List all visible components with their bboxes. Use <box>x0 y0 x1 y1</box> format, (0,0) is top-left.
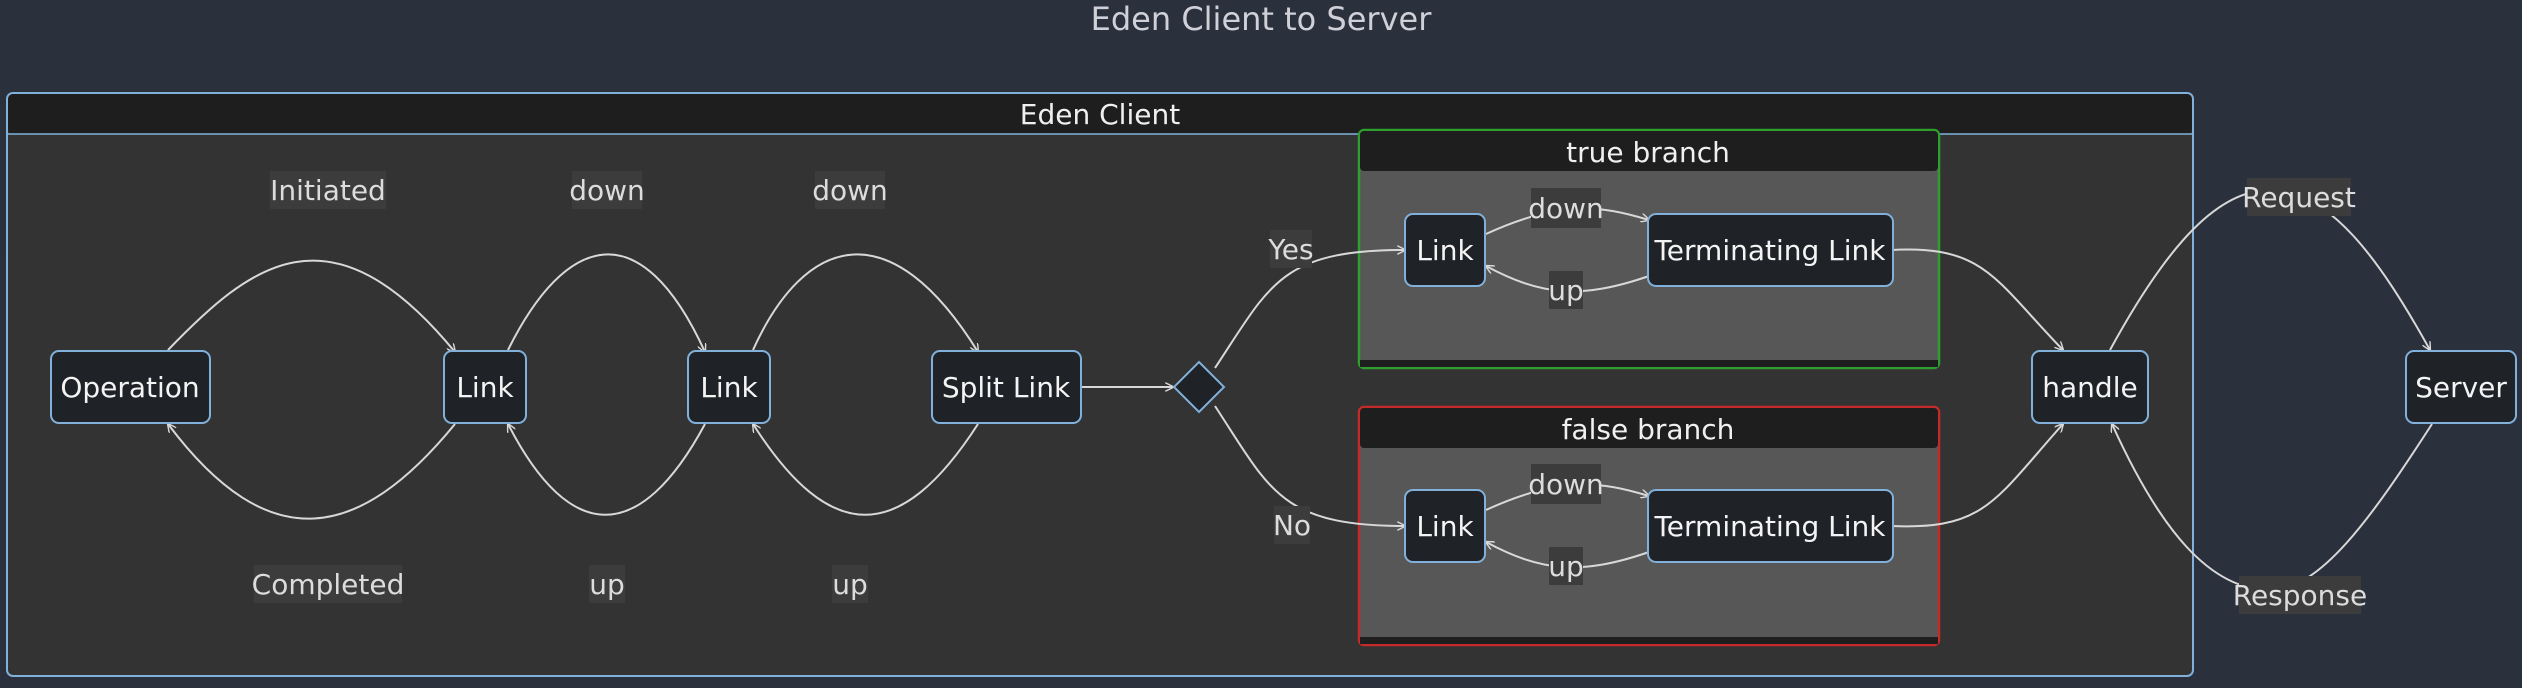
node-false-terminating-link[interactable]: Terminating Link <box>1647 489 1894 563</box>
edge-label-yes: Yes <box>1267 233 1313 266</box>
edge-link2-to-link1 <box>508 424 706 516</box>
edge-false-terminating-to-handle <box>1891 424 2063 528</box>
edge-true-terminating-to-handle <box>1891 248 2063 350</box>
edge-choice-to-true-link <box>1214 250 1405 369</box>
edge-label-down-1: down <box>569 174 645 207</box>
node-link-2[interactable]: Link <box>687 350 771 424</box>
node-split-link[interactable]: Split Link <box>931 350 1082 424</box>
node-false-terminating-link-label: Terminating Link <box>1653 510 1886 543</box>
edge-choice-to-false-link <box>1214 405 1405 526</box>
edge-link2-to-split-link <box>752 253 978 352</box>
edge-label-response: Response <box>2233 579 2367 612</box>
nodes: Operation Link Link Split Link Link Term… <box>50 213 2517 563</box>
edge-link1-to-link2 <box>507 253 705 352</box>
edge-operation-to-link1 <box>167 259 455 352</box>
node-server[interactable]: Server <box>2405 350 2517 424</box>
node-operation-label: Operation <box>60 371 199 404</box>
node-choice-diamond[interactable] <box>1172 360 1226 414</box>
node-true-terminating-link[interactable]: Terminating Link <box>1647 213 1894 287</box>
node-false-link[interactable]: Link <box>1404 489 1486 563</box>
edge-label-up-2: up <box>832 568 868 601</box>
node-link-2-label: Link <box>700 371 758 404</box>
node-true-terminating-link-label: Terminating Link <box>1653 234 1886 267</box>
edge-label-false-down: down <box>1528 468 1604 501</box>
node-handle[interactable]: handle <box>2031 350 2149 424</box>
node-true-link-label: Link <box>1416 234 1474 267</box>
edge-label-up-1: up <box>589 568 625 601</box>
edge-label-request: Request <box>2242 181 2356 214</box>
node-split-link-label: Split Link <box>942 371 1071 404</box>
node-server-label: Server <box>2415 371 2507 404</box>
cluster-eden-client-title: Eden Client <box>1020 98 1180 131</box>
edge-label-completed: Completed <box>252 568 405 601</box>
cluster-false-branch-title: false branch <box>1562 413 1735 446</box>
edge-label-false-up: up <box>1548 550 1584 583</box>
edge-label-initiated: Initiated <box>270 174 386 207</box>
cluster-true-branch-title: true branch <box>1566 136 1730 169</box>
edge-label-no: No <box>1273 509 1311 542</box>
edge-link1-to-operation <box>168 424 456 520</box>
node-link-1[interactable]: Link <box>443 350 527 424</box>
node-true-link[interactable]: Link <box>1404 213 1486 287</box>
node-link-1-label: Link <box>456 371 514 404</box>
diagram-title: Eden Client to Server <box>1091 0 1433 38</box>
edge-label-down-2: down <box>812 174 888 207</box>
node-operation[interactable]: Operation <box>50 350 211 424</box>
edge-label-true-down: down <box>1528 192 1604 225</box>
edge-label-true-up: up <box>1548 274 1584 307</box>
node-false-link-label: Link <box>1416 510 1474 543</box>
edge-labels: Initiated Completed down up down up Yes … <box>252 171 2367 614</box>
edge-split-link-to-link2 <box>753 424 979 516</box>
node-handle-label: handle <box>2042 371 2137 404</box>
